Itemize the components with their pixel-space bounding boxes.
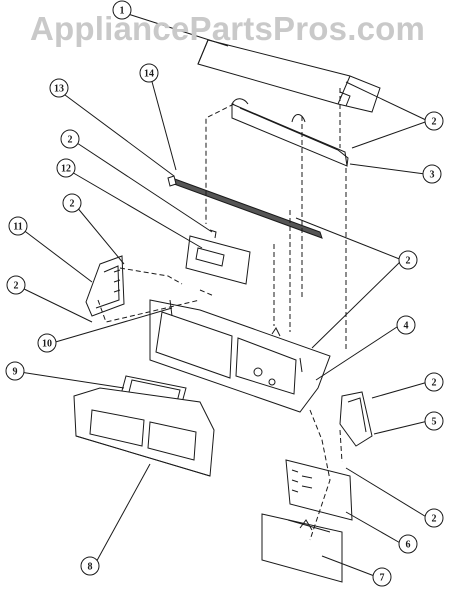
watermark-text: AppliancePartsPros.com	[30, 10, 426, 47]
callout-2g-label: 2	[432, 514, 437, 525]
leader-lines	[19, 13, 429, 578]
part-14-harness	[167, 175, 323, 239]
callout-2f: 2	[424, 372, 444, 392]
callout-11-label: 11	[13, 222, 22, 233]
callout-2c: 2	[6, 275, 26, 295]
callout-1: 1	[112, 0, 132, 20]
part-5-right-endcap	[339, 391, 373, 447]
alignment-lines	[97, 88, 347, 541]
callout-6-label: 6	[406, 540, 411, 551]
callout-group: 1 14 13 2 12 2 11 2 10 9 8 2 3 2 4 2 5 2…	[5, 0, 444, 587]
callout-2b-label: 2	[70, 199, 75, 210]
part-12-control-board	[185, 229, 251, 285]
callout-2a: 2	[60, 129, 80, 149]
callout-6: 6	[398, 534, 418, 554]
callout-11: 11	[8, 216, 28, 236]
callout-9: 9	[5, 361, 25, 381]
callout-2d: 2	[424, 111, 444, 131]
callout-5-label: 5	[432, 417, 437, 428]
callout-2f-label: 2	[432, 378, 437, 389]
callout-5: 5	[424, 411, 444, 431]
callout-1-label: 1	[120, 6, 125, 17]
part-6-7-cabinet	[261, 459, 353, 583]
callout-2d-label: 2	[432, 117, 437, 128]
part-8-console-panel	[73, 387, 215, 477]
part-1-top-trim	[197, 39, 381, 113]
callout-13-label: 13	[54, 84, 64, 95]
callout-10: 10	[37, 333, 57, 353]
callout-4-label: 4	[404, 321, 409, 332]
callout-7-label: 7	[380, 573, 385, 584]
callout-13: 13	[49, 78, 69, 98]
callout-7: 7	[372, 567, 392, 587]
callout-12-label: 12	[61, 164, 71, 175]
callout-14: 14	[139, 63, 159, 83]
callout-2b: 2	[62, 193, 82, 213]
callout-2e: 2	[398, 250, 418, 270]
part-11-left-endcap	[85, 255, 125, 317]
callout-14-label: 14	[144, 69, 154, 80]
callout-8: 8	[80, 556, 100, 576]
callout-3: 3	[422, 164, 442, 184]
part-3-bracket	[231, 98, 349, 167]
callout-2c-label: 2	[14, 281, 19, 292]
callout-9-label: 9	[13, 367, 18, 378]
callout-4: 4	[396, 315, 416, 335]
callout-12: 12	[56, 158, 76, 178]
callout-10-label: 10	[42, 339, 52, 350]
callout-8-label: 8	[88, 562, 93, 573]
callout-3-label: 3	[430, 170, 435, 181]
callout-2a-label: 2	[68, 135, 73, 146]
callout-2e-label: 2	[406, 256, 411, 267]
callout-2g: 2	[424, 508, 444, 528]
